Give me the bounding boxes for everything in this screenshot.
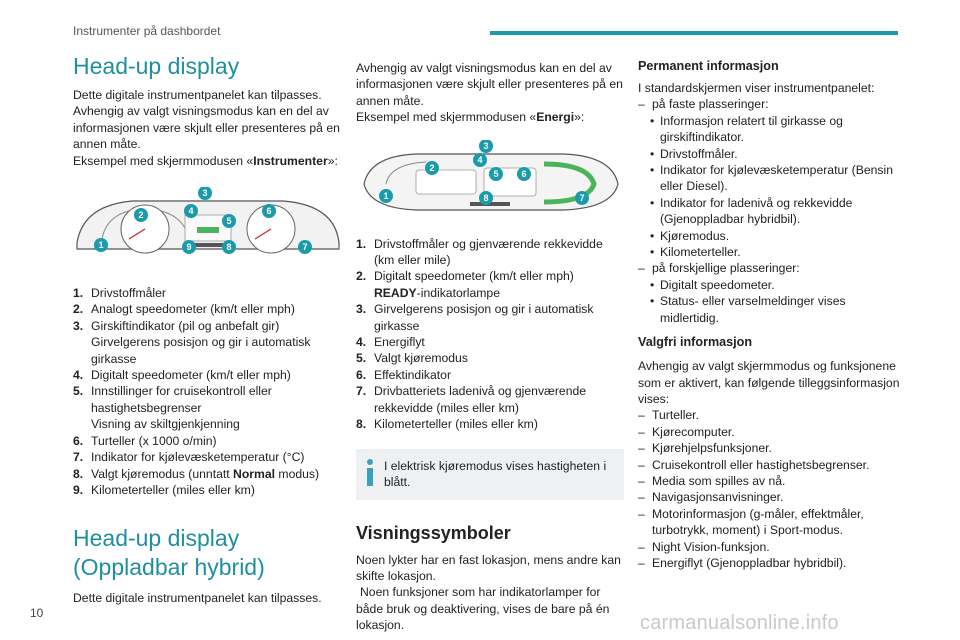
legend-list-energy: 1.Drivstoffmåler og gjenværende rekkevid… <box>356 236 624 433</box>
symbols-paragraph-1: Noen lykter har en fast lokasjon, mens a… <box>356 552 621 583</box>
hybrid-intro-mode: Avhengig av valgt visningsmodus kan en d… <box>356 61 623 108</box>
list-item: –Energiflyt (Gjenoppladbar hybridbil). <box>638 555 847 570</box>
list-item: 4.Energiflyt <box>356 335 425 350</box>
list-item: –Media som spilles av nå. <box>638 473 786 488</box>
list-item: 8.Kilometerteller (miles eller km) <box>356 417 538 432</box>
list-item: –på faste plasseringer: <box>638 97 769 112</box>
badge-4: 4 <box>188 206 193 216</box>
list-item: •Kilometerteller. <box>650 245 741 260</box>
example-caption-energy: Eksempel med skjermmodusen «Energi»: <box>356 110 585 125</box>
list-item: 3.Girskiftindikator (pil og anbefalt gir… <box>73 318 311 366</box>
list-item: •Status- eller varselmeldinger vises mid… <box>650 294 846 325</box>
intro-hybrid: Dette digitale instrumentpanelet kan til… <box>73 591 322 606</box>
list-item: 5.Valgt kjøremodus <box>356 351 468 366</box>
symbols-paragraph-2: Noen funksjoner som har indikatorlamper … <box>356 585 610 633</box>
list-item: •Digitalt speedometer. <box>650 277 775 292</box>
example-caption: Eksempel med skjermmodusen «Instrumenter… <box>73 153 338 168</box>
info-box-electric-mode: I elektrisk kjøremodus vises hastigheten… <box>356 448 624 500</box>
badge-5: 5 <box>493 169 498 179</box>
badge-2: 2 <box>429 163 434 173</box>
badge-7: 7 <box>302 242 307 252</box>
hybrid-cluster-svg: 1 2 3 4 5 6 7 8 <box>363 139 619 211</box>
watermark: carmanualsonline.info <box>640 612 839 634</box>
info-text: I elektrisk kjøremodus vises hastigheten… <box>384 458 607 489</box>
legend-list-instruments: 1.Drivstoffmåler 2.Analogt speedometer (… <box>73 285 343 498</box>
list-item: •Indikator for ladenivå og rekkevidde (G… <box>650 195 853 227</box>
badge-6: 6 <box>521 169 526 179</box>
subsection-optional: Valgfri informasjon <box>638 335 753 350</box>
intro-customizable: Dette digitale instrumentpanelet kan til… <box>73 88 322 102</box>
list-item: 4.Digitalt speedometer (km/t eller mph) <box>73 368 291 383</box>
intro-display-mode: Avhengig av valgt visningsmodus kan en d… <box>73 104 340 152</box>
cluster-svg: 1 2 3 4 5 6 7 8 9 <box>76 187 340 255</box>
list-item: •Drivstoffmåler. <box>650 146 738 161</box>
column-1: Head-up display Dette digitale instrumen… <box>73 52 343 607</box>
badge-1: 1 <box>383 191 388 201</box>
subsection-permanent: Permanent informasjon <box>638 59 779 73</box>
badge-8: 8 <box>483 193 488 203</box>
instrument-cluster-illustration: 1 2 3 4 5 6 7 8 9 <box>73 187 343 269</box>
header-accent-bar <box>490 31 898 35</box>
optional-intro: Avhengig av valgt skjermmodus og funksjo… <box>638 359 900 406</box>
list-item: 7.Drivbatteriets ladenivå og gjenværende… <box>356 384 587 415</box>
permanent-intro: I standardskjermen viser instrumentpanel… <box>638 81 875 95</box>
list-item: 6.Turteller (x 1000 o/min) <box>73 433 217 448</box>
list-item: –på forskjellige plasseringer: <box>638 261 800 276</box>
list-item: 1.Drivstoffmåler <box>73 286 166 301</box>
badge-3: 3 <box>202 188 207 198</box>
list-item: –Kjørecomputer. <box>638 424 735 439</box>
column-3: Permanent informasjon I standardskjermen… <box>638 52 900 571</box>
running-header: Instrumenter på dashbordet <box>73 24 221 38</box>
list-item: 1.Drivstoffmåler og gjenværende rekkevid… <box>356 236 603 268</box>
list-item: 5.Innstillinger for cruisekontroll eller… <box>73 384 272 432</box>
badge-7: 7 <box>579 193 584 203</box>
badge-3: 3 <box>483 141 488 151</box>
info-icon <box>364 458 384 491</box>
list-item: –Motorinformasjon (g-måler, effektmåler,… <box>638 506 864 538</box>
list-item: 9.Kilometerteller (miles eller km) <box>73 482 255 497</box>
badge-6: 6 <box>266 206 271 216</box>
list-item: –Cruisekontroll eller hastighetsbegrense… <box>638 457 870 472</box>
badge-9: 9 <box>186 242 191 252</box>
list-item: 6.Effektindikator <box>356 367 452 382</box>
list-item: 2.Analogt speedometer (km/t eller mph) <box>73 302 295 317</box>
section-title-head-up: Head-up display <box>73 53 240 79</box>
badge-8: 8 <box>226 242 231 252</box>
section-title-symbols: Visningssymboler <box>356 522 511 543</box>
list-item: •Informasjon relatert til girkasse og gi… <box>650 113 843 145</box>
list-item: 7.Indikator for kjølevæsketemperatur (°C… <box>73 450 305 465</box>
list-item: –Navigasjonsanvisninger. <box>638 490 784 505</box>
badge-4: 4 <box>477 155 482 165</box>
list-item: •Kjøremodus. <box>650 228 730 243</box>
list-item: 3.Girvelgerens posisjon og gir i automat… <box>356 302 594 333</box>
list-item: 8.Valgt kjøremodus (unntatt Normal modus… <box>73 466 320 481</box>
section-title-head-up-hybrid: Head-up display (Oppladbar hybrid) <box>73 525 265 581</box>
badge-1: 1 <box>98 240 103 250</box>
column-2: Avhengig av valgt visningsmodus kan en d… <box>356 52 624 634</box>
list-item: –Night Vision-funksjon. <box>638 539 770 554</box>
page-number: 10 <box>30 606 44 620</box>
list-item: •Indikator for kjølevæsketemperatur (Ben… <box>650 163 894 194</box>
hybrid-cluster-illustration: 1 2 3 4 5 6 7 8 <box>356 139 626 222</box>
badge-2: 2 <box>138 210 143 220</box>
badge-5: 5 <box>226 216 231 226</box>
list-item: 2.Digitalt speedometer (km/t eller mph)R… <box>356 269 574 300</box>
list-item: –Kjørehjelpsfunksjoner. <box>638 441 772 456</box>
list-item: –Turteller. <box>638 408 699 423</box>
